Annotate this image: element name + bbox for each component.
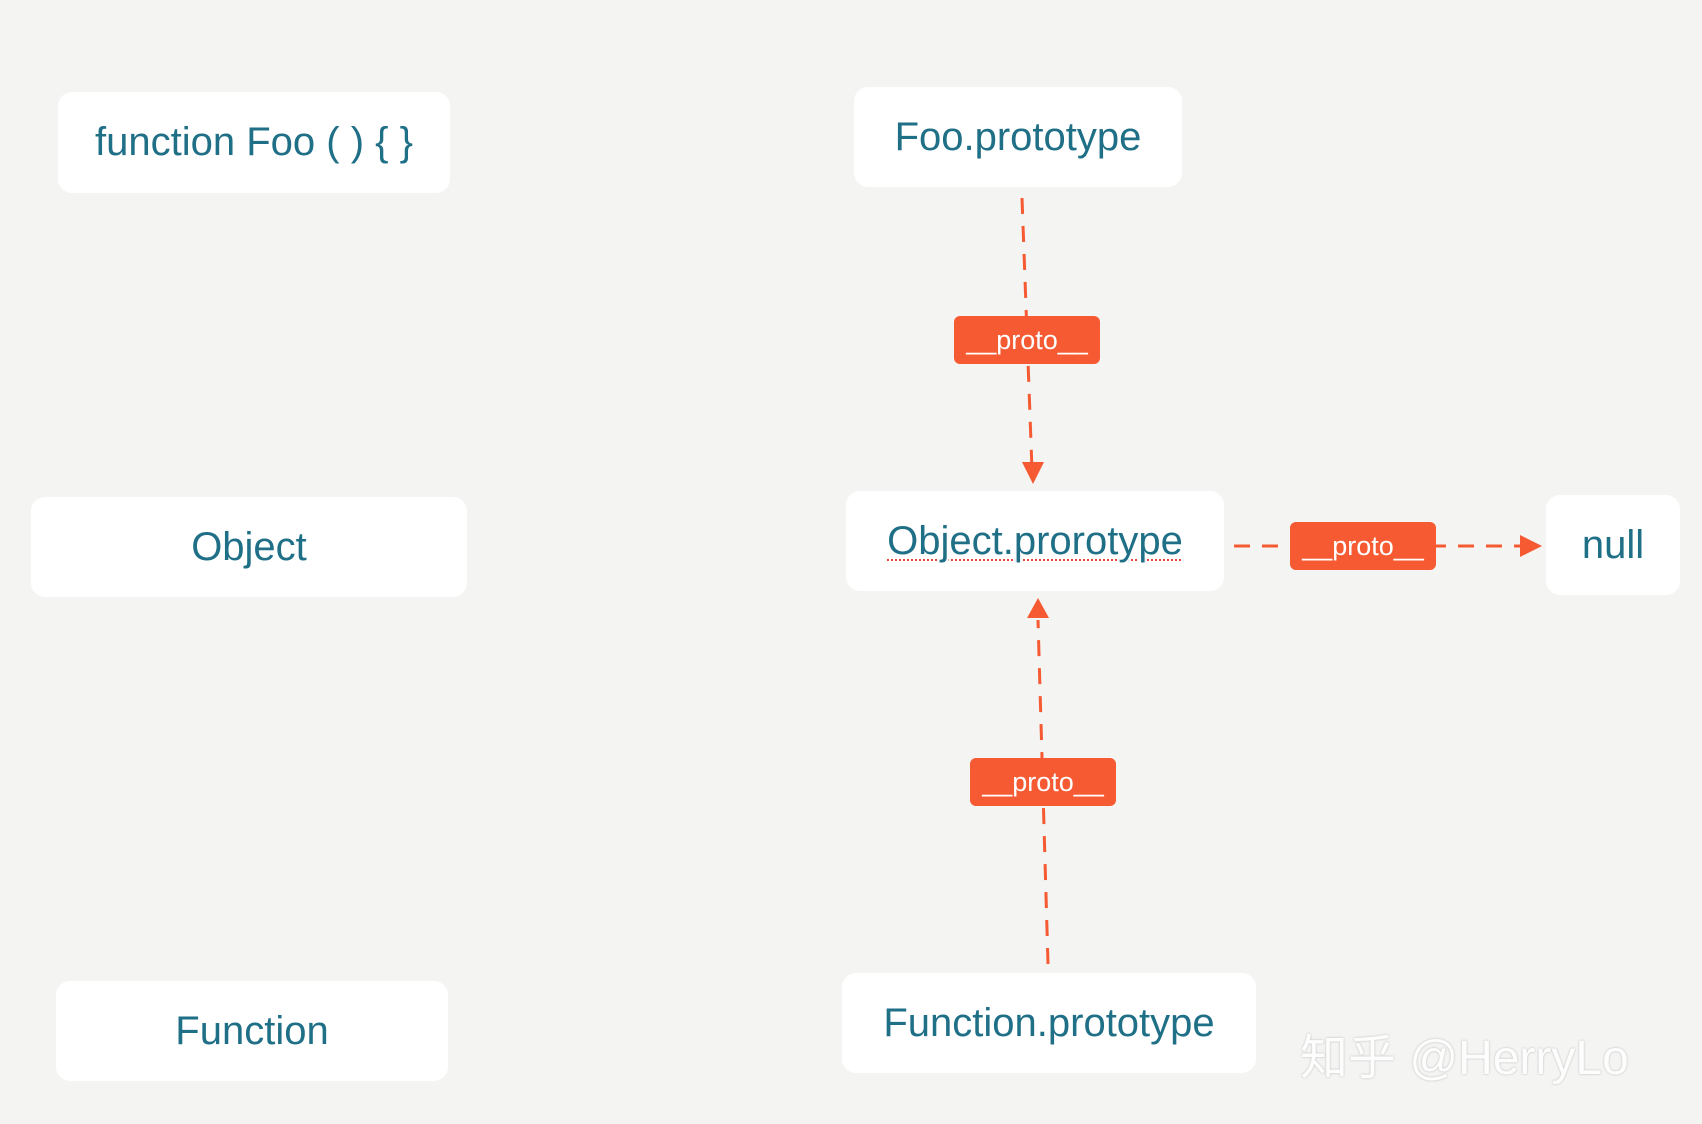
edge-label-foo-to-object: __proto__ — [954, 316, 1100, 364]
edge-label-object-to-null-text: __proto__ — [1302, 530, 1424, 561]
edge-label-function-to-object: __proto__ — [970, 758, 1116, 806]
node-null-label: null — [1581, 522, 1645, 567]
node-foo-prototype: Foo.prototype — [854, 87, 1182, 187]
zhihu-watermark: 知乎 @HerryLo — [1300, 1032, 1629, 1085]
edge-label-foo-to-object-text: __proto__ — [966, 324, 1088, 355]
node-function-foo: function Foo ( ) { } — [58, 92, 450, 193]
arrowhead-down — [1022, 462, 1044, 484]
arrowhead-right — [1520, 535, 1542, 557]
node-object-label: Object — [191, 524, 307, 569]
edge-label-function-to-object-text: __proto__ — [982, 766, 1104, 797]
node-function-foo-label: function Foo ( ) { } — [95, 120, 413, 164]
node-object-prototype-label: Object.prorotype — [887, 518, 1183, 563]
node-function-prototype: Function.prototype — [842, 973, 1256, 1073]
node-function: Function — [56, 981, 448, 1081]
node-function-label: Function — [175, 1008, 329, 1053]
node-null: null — [1546, 495, 1680, 595]
node-foo-prototype-label: Foo.prototype — [894, 114, 1142, 159]
edge-label-object-to-null: __proto__ — [1290, 522, 1436, 570]
node-object: Object — [31, 497, 467, 597]
node-function-prototype-label: Function.prototype — [883, 1000, 1215, 1045]
arrowhead-up — [1027, 598, 1049, 618]
node-object-prototype: Object.prorotype — [846, 491, 1224, 591]
